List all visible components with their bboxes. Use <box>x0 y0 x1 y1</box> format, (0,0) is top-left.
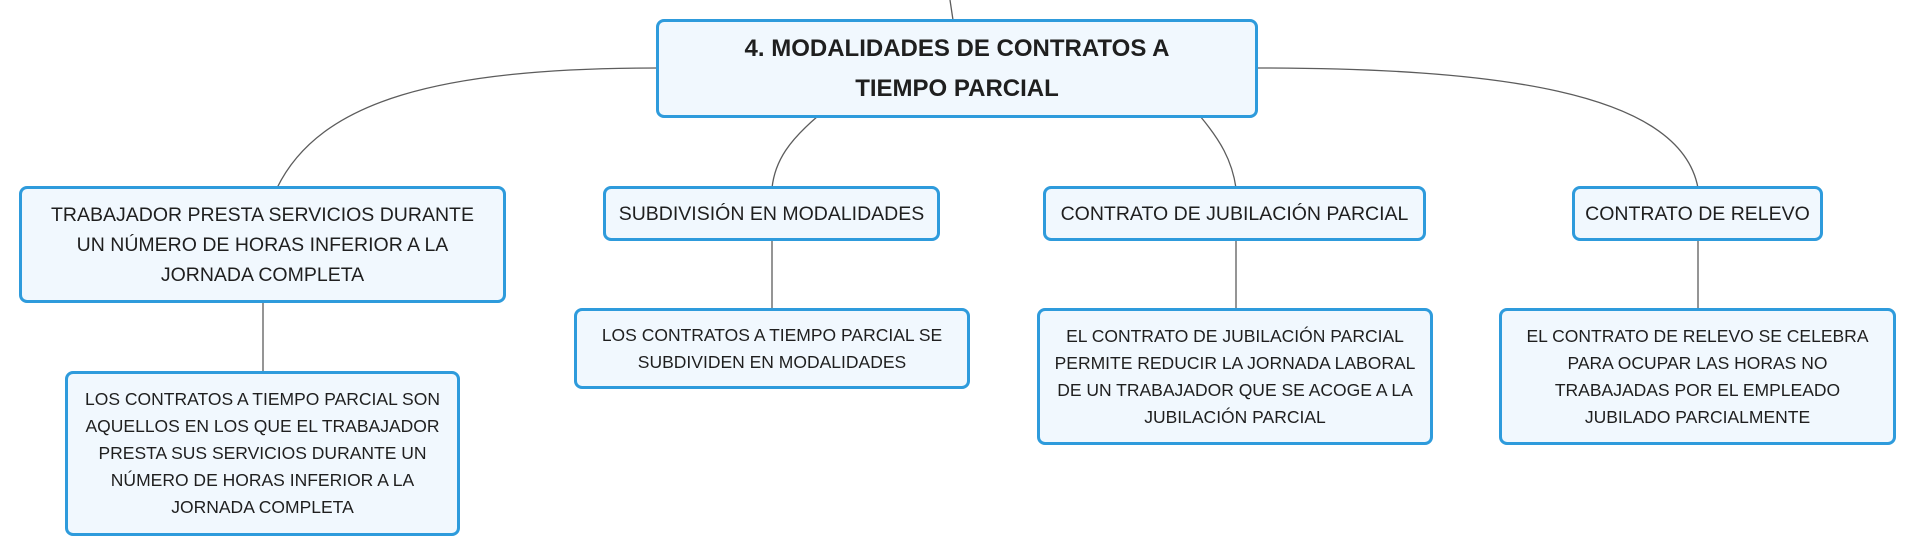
connector-root-branch-3 <box>1199 115 1237 189</box>
connector-root-branch-4 <box>1255 67 1699 189</box>
detail-node-4-text: EL CONTRATO DE RELEVO SE CELEBRA PARA OC… <box>1526 325 1869 427</box>
branch-node-2-text: SUBDIVISIÓN EN MODALIDADES <box>618 202 925 225</box>
connector-root-branch-1 <box>276 67 659 189</box>
branch-node-1-text: TRABAJADOR PRESTA SERVICIOS DURANTE UN N… <box>51 203 474 286</box>
detail-node-2[interactable]: LOS CONTRATOS A TIEMPO PARCIAL SE SUBDIV… <box>574 308 970 389</box>
detail-node-3-text: EL CONTRATO DE JUBILACIÓN PARCIAL PERMIT… <box>1054 325 1416 427</box>
connector-root-branch-2 <box>771 115 819 189</box>
root-node[interactable]: 4. MODALIDADES DE CONTRATOS A TIEMPO PAR… <box>656 19 1258 118</box>
root-node-text: 4. MODALIDADES DE CONTRATOS A TIEMPO PAR… <box>744 34 1170 102</box>
branch-node-1[interactable]: TRABAJADOR PRESTA SERVICIOS DURANTE UN N… <box>19 186 506 303</box>
connector-parent <box>949 0 954 21</box>
branch-node-4-text: CONTRATO DE RELEVO <box>1585 202 1810 225</box>
branch-node-2[interactable]: SUBDIVISIÓN EN MODALIDADES <box>603 186 940 241</box>
branch-node-4[interactable]: CONTRATO DE RELEVO <box>1572 186 1823 241</box>
branch-node-3[interactable]: CONTRATO DE JUBILACIÓN PARCIAL <box>1043 186 1426 241</box>
detail-node-2-text: LOS CONTRATOS A TIEMPO PARCIAL SE SUBDIV… <box>601 324 943 372</box>
detail-node-4[interactable]: EL CONTRATO DE RELEVO SE CELEBRA PARA OC… <box>1499 308 1896 445</box>
detail-node-1[interactable]: LOS CONTRATOS A TIEMPO PARCIAL SON AQUEL… <box>65 371 460 536</box>
branch-node-3-text: CONTRATO DE JUBILACIÓN PARCIAL <box>1060 202 1409 225</box>
detail-node-3[interactable]: EL CONTRATO DE JUBILACIÓN PARCIAL PERMIT… <box>1037 308 1433 445</box>
detail-node-1-text: LOS CONTRATOS A TIEMPO PARCIAL SON AQUEL… <box>85 389 440 517</box>
